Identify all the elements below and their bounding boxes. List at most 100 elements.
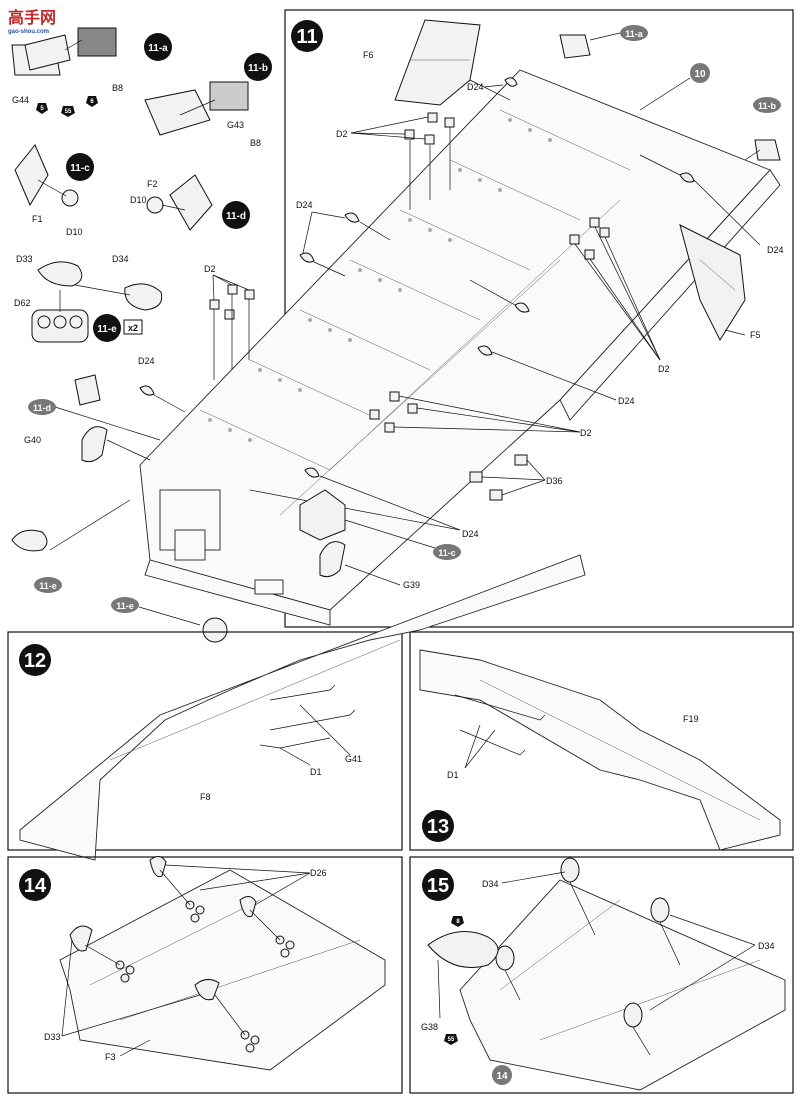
step-12-badge: 12 xyxy=(19,644,51,676)
paint-55: 55 xyxy=(65,109,72,115)
badge-11d-place: 11-d xyxy=(33,403,51,413)
step-13-badge: 13 xyxy=(422,810,454,842)
label-D24-left: D24 xyxy=(296,200,313,210)
badge-11a: 11-a xyxy=(148,43,168,54)
label-D10b: D10 xyxy=(130,195,147,205)
label-F8: F8 xyxy=(200,792,211,802)
subassembly-11b: 11-b G43 B8 xyxy=(144,53,272,148)
label-D24-middle: D24 xyxy=(618,396,635,406)
subassembly-11a-top: 11-a xyxy=(559,25,648,59)
label-G41: G41 xyxy=(345,754,362,764)
label-F5: F5 xyxy=(750,330,761,340)
plate-14: D34 D34 G38 8 55 14 xyxy=(421,857,786,1091)
part-G40: G40 xyxy=(24,426,151,463)
step-13-number: 13 xyxy=(427,816,449,838)
step-14-badge: 14 xyxy=(19,869,51,901)
watermark-url: gao-shou.com xyxy=(8,29,49,35)
badge-11c-place: 11-c xyxy=(438,548,456,558)
label-D24-top: D24 xyxy=(467,82,484,92)
paint-8: 8 xyxy=(456,919,460,925)
label-B8b: B8 xyxy=(250,138,261,148)
label-D1: D1 xyxy=(310,767,322,777)
watermark-title: 高手网 xyxy=(8,8,56,27)
part-D24-far-left: D24 xyxy=(138,356,186,413)
shackle-D34 xyxy=(560,857,580,883)
badge-11e: 11-e xyxy=(97,324,117,335)
watermark: 高手网 gao-shou.com xyxy=(8,8,56,35)
part-D24-right: D24 xyxy=(639,154,784,255)
label-D1b: D1 xyxy=(447,770,459,780)
paint-ref-55: 55 xyxy=(61,106,75,117)
paint-5: 5 xyxy=(40,106,44,112)
badge-11e-left: 11-e xyxy=(39,581,57,591)
label-G39: G39 xyxy=(403,580,420,590)
step-15-number: 15 xyxy=(427,875,449,897)
fender-strip xyxy=(19,554,781,861)
subassembly-11b-right: 11-b xyxy=(744,97,781,161)
shackle-D34 xyxy=(495,945,515,971)
label-D62: D62 xyxy=(14,298,31,308)
part-F5: F5 xyxy=(679,224,761,342)
badge-11b: 11-b xyxy=(248,63,268,74)
subassembly-11c: 11-c F1 D10 xyxy=(14,144,94,237)
subassembly-11d-placement: 11-d xyxy=(28,374,161,441)
badge-11c: 11-c xyxy=(70,163,90,174)
paint-ref-6: 6 xyxy=(86,96,98,107)
parts-D2-middle: D2 xyxy=(369,391,592,438)
step-13-frame xyxy=(409,631,794,851)
subassembly-11e-bottom: 11-e xyxy=(111,597,228,643)
subassembly-11c-placement: 11-c xyxy=(299,489,461,560)
step-15-frame xyxy=(409,856,794,1094)
paint-6: 6 xyxy=(90,99,94,105)
step-12-frame xyxy=(7,631,403,851)
badge-11e-bottom: 11-e xyxy=(116,601,134,611)
label-D34b: D34 xyxy=(482,879,499,889)
subassembly-11e-left: 11-e xyxy=(11,499,131,593)
parts-D24-middle: D24 xyxy=(469,279,635,406)
label-D33b: D33 xyxy=(44,1032,61,1042)
label-D24-right: D24 xyxy=(767,245,784,255)
parts-D24-left: D24 xyxy=(296,200,391,277)
step-12-handles: G41 D1 F8 xyxy=(200,684,362,802)
parts-D2-right: D2 xyxy=(569,217,670,374)
label-F3: F3 xyxy=(105,1052,116,1062)
part-D24-top: D24 xyxy=(467,77,518,92)
label-G40: G40 xyxy=(24,435,41,445)
label-F2: F2 xyxy=(147,179,158,189)
label-D2-middle: D2 xyxy=(580,428,592,438)
label-F1: F1 xyxy=(32,214,43,224)
plate-F3: D26 D33 F3 xyxy=(44,856,386,1071)
step-11-badge: 11 xyxy=(291,20,323,52)
step-14-frame xyxy=(7,856,403,1094)
label-F19: F19 xyxy=(683,714,699,724)
subassembly-11e: D33 D34 D62 11-e x2 xyxy=(14,254,163,343)
part-G39: G39 xyxy=(319,541,420,590)
paint-ref-8: 8 xyxy=(451,916,464,927)
badge-11a-top: 11-a xyxy=(625,29,644,39)
paint-55b: 55 xyxy=(448,1037,455,1043)
multiplier-x2: x2 xyxy=(128,323,138,333)
part-10-number: 10 xyxy=(694,69,706,80)
step-14-number: 14 xyxy=(24,875,47,897)
label-D10: D10 xyxy=(66,227,83,237)
label-D2-upper: D2 xyxy=(336,129,348,139)
subassembly-11d: 11-d F2 D10 xyxy=(130,174,250,231)
parts-D2-upper: D2 xyxy=(336,112,455,210)
shackle-D34 xyxy=(650,897,670,923)
label-D26: D26 xyxy=(310,868,327,878)
label-D36: D36 xyxy=(546,476,563,486)
label-G43: G43 xyxy=(227,120,244,130)
hull-chassis xyxy=(139,69,781,626)
step-13-handles: D1 F19 xyxy=(447,694,699,780)
paint-ref-55b: 55 xyxy=(444,1034,458,1045)
label-G38: G38 xyxy=(421,1022,438,1032)
label-D2-right: D2 xyxy=(658,364,670,374)
part-D62 xyxy=(31,309,89,343)
label-G44: G44 xyxy=(12,95,29,105)
part-F6: F6 xyxy=(363,19,511,106)
part-10-badge: 10 xyxy=(639,63,710,111)
hull-rivets xyxy=(208,118,552,442)
shackle-D34 xyxy=(623,1002,643,1028)
badge-11d: 11-d xyxy=(226,211,246,222)
label-B8: B8 xyxy=(112,83,123,93)
